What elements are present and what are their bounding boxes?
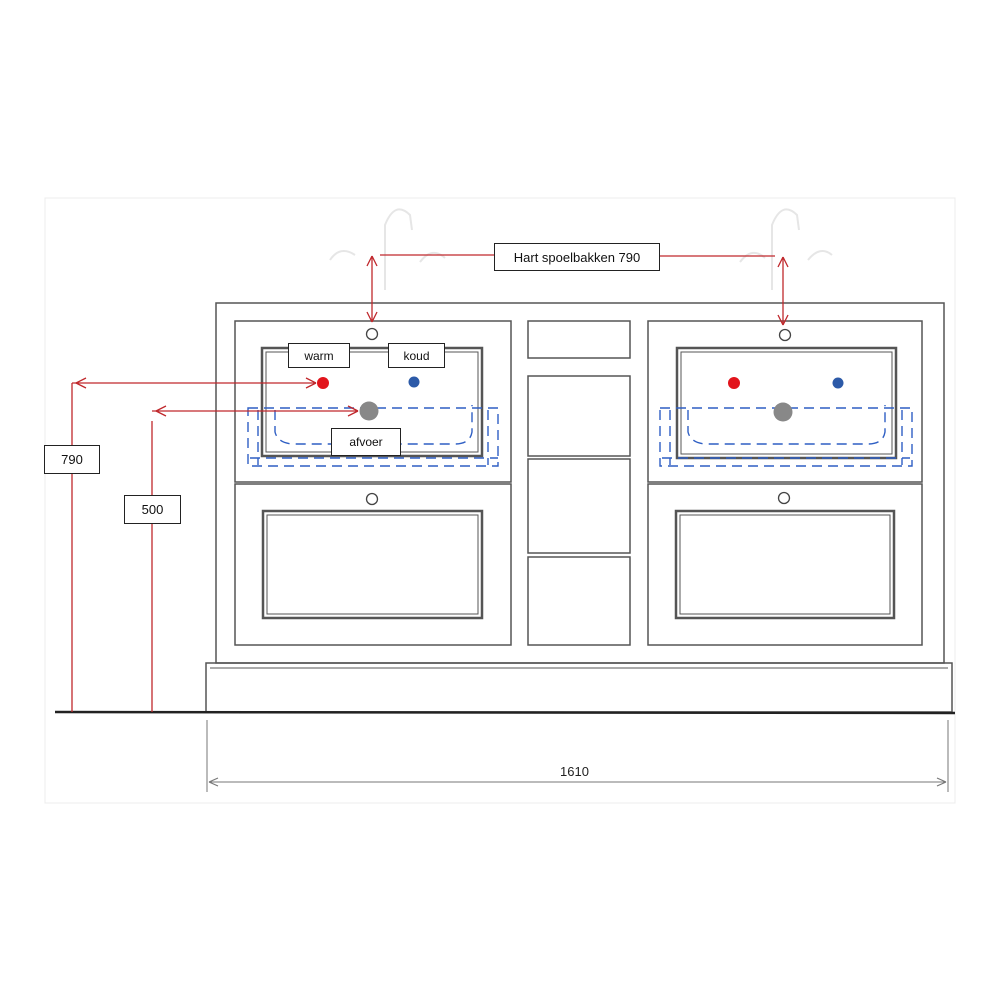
middle-top-drawer xyxy=(527,320,631,359)
koud-label: koud xyxy=(388,343,445,368)
width-1610-label: 1610 xyxy=(560,764,589,779)
middle-drawer-3 xyxy=(527,556,631,646)
knobs xyxy=(365,327,792,506)
floor-line xyxy=(54,710,956,715)
knob-right-upper xyxy=(778,328,792,342)
left-lower-inset xyxy=(261,509,484,620)
warm-connection-left xyxy=(317,377,329,389)
left-lower-panel xyxy=(234,483,512,646)
height-500-label: 500 xyxy=(124,495,181,524)
faucet-outline-right xyxy=(739,208,833,290)
afvoer-connection-right xyxy=(773,402,793,422)
hart-dimension xyxy=(366,254,789,326)
cabinet xyxy=(205,302,953,713)
right-upper-inset xyxy=(675,346,898,460)
sink-outline-right xyxy=(659,405,913,467)
height-790-label: 790 xyxy=(44,445,100,474)
middle-drawer-1 xyxy=(527,375,631,457)
koud-connection-left xyxy=(408,376,420,388)
koud-connection-right xyxy=(832,377,844,389)
width-dimension xyxy=(206,720,949,792)
cabinet-plinth xyxy=(205,662,953,713)
left-upper-panel xyxy=(234,320,512,483)
faucet-outline-left xyxy=(329,208,446,290)
left-upper-inset xyxy=(260,346,484,458)
drawing-frame xyxy=(44,197,956,804)
height-dimension-790 xyxy=(71,377,317,712)
knob-left-lower xyxy=(365,492,379,506)
afvoer-label: afvoer xyxy=(331,428,401,456)
warm-connection-right xyxy=(728,377,740,389)
hart-spoelbakken-label: Hart spoelbakken 790 xyxy=(494,243,660,271)
right-lower-panel xyxy=(647,483,923,646)
afvoer-connection-left xyxy=(359,401,379,421)
knob-left-upper xyxy=(365,327,379,341)
sink-outline-left xyxy=(247,405,499,467)
right-lower-inset xyxy=(674,509,896,620)
middle-drawer-2 xyxy=(527,458,631,554)
knob-right-lower xyxy=(777,491,791,505)
height-dimension-500 xyxy=(151,405,359,712)
warm-label: warm xyxy=(288,343,350,368)
